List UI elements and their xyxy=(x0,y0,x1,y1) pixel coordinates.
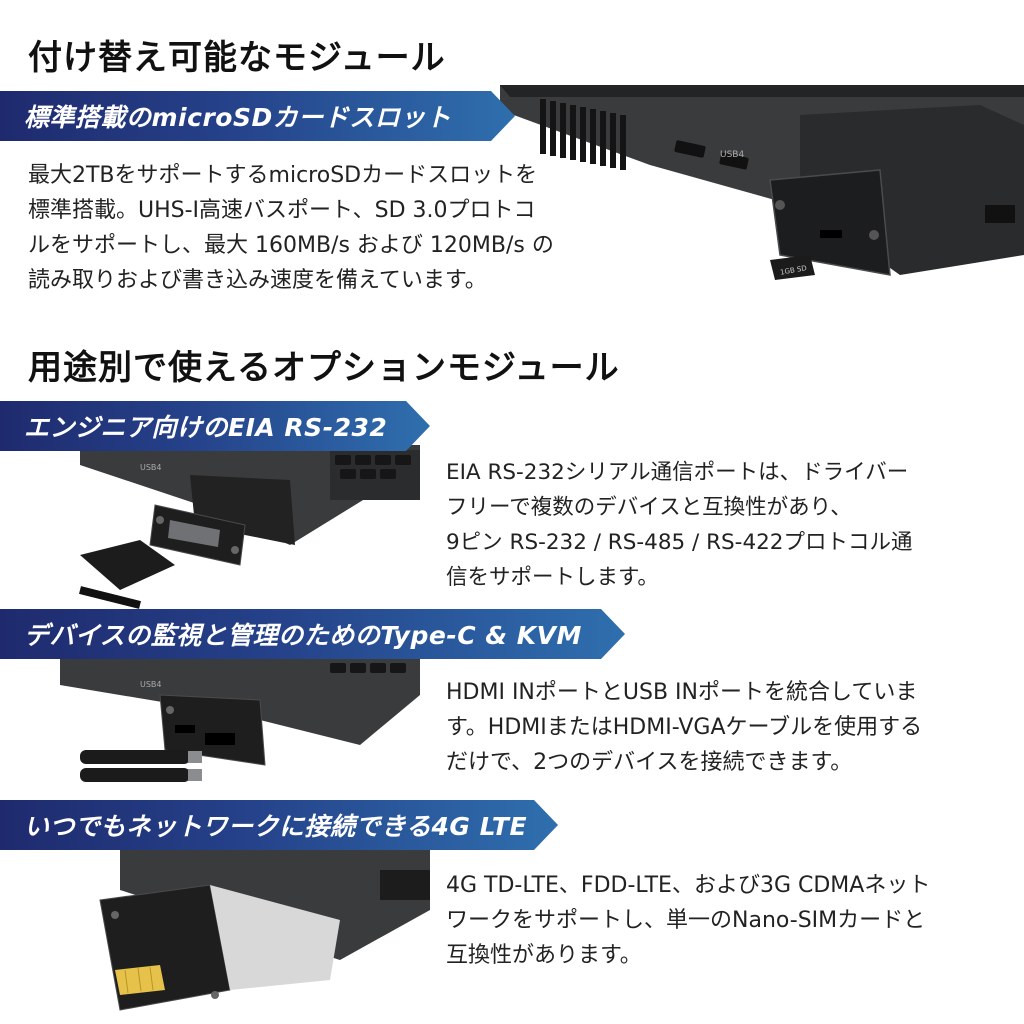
rs232-description: EIA RS-232シリアル通信ポートは、ドライバー フリーで複数のデバイスと互… xyxy=(446,455,912,595)
microsd-line: 標準搭載。UHS-I高速バスポート、SD 3.0プロトコ xyxy=(28,198,536,223)
microsd-description: 最大2TBをサポートするmicroSDカードスロットを 標準搭載。UHS-I高速… xyxy=(28,158,554,298)
kvm-description: HDMI INポートとUSB INポートを統合していま す。HDMIまたはHDM… xyxy=(446,675,922,780)
lte-line: ワークをサポートし、単一のNano-SIMカードと xyxy=(446,908,926,933)
lte-line: 互換性があります。 xyxy=(446,943,642,968)
banner-rs232: エンジニア向けのEIA RS-232 xyxy=(0,401,430,451)
rs232-line: 信をサポートします。 xyxy=(446,565,659,590)
kvm-line: す。HDMIまたはHDMI-VGAケーブルを使用する xyxy=(446,715,923,740)
banner-microsd: 標準搭載のmicroSDカードスロット xyxy=(0,91,515,141)
kvm-line: だけで、2つのデバイスを接続できます。 xyxy=(446,750,853,775)
kvm-module-photo: USB4 xyxy=(60,655,420,782)
banner-lte: いつでもネットワークに接続できる4G LTE xyxy=(0,800,558,850)
lte-module-photo xyxy=(99,850,430,1011)
rs232-line: EIA RS-232シリアル通信ポートは、ドライバー xyxy=(446,460,909,485)
microsd-slot-photo: USB4 1GB SD xyxy=(500,85,1024,280)
rs232-module-photo: USB4 xyxy=(79,445,420,609)
options-heading: 用途別で使えるオプションモジュール xyxy=(28,348,620,388)
usb4-label: USB4 xyxy=(140,680,162,689)
microsd-line: 読み取りおよび書き込み速度を備えています。 xyxy=(28,268,487,293)
main-heading: 付け替え可能なモジュール xyxy=(28,38,446,78)
kvm-line: HDMI INポートとUSB INポートを統合していま xyxy=(446,680,918,705)
rs232-line: 9ピン RS-232 / RS-485 / RS-422プロトコル通 xyxy=(446,530,913,555)
usb4-label: USB4 xyxy=(720,150,744,160)
lte-description: 4G TD-LTE、FDD-LTE、および3G CDMAネット ワークをサポート… xyxy=(446,868,930,973)
microsd-line: 最大2TBをサポートするmicroSDカードスロットを xyxy=(28,163,538,188)
rs232-line: フリーで複数のデバイスと互換性があり、 xyxy=(446,495,852,520)
microsd-line: ルをサポートし、最大 160MB/s および 120MB/s の xyxy=(28,233,554,258)
usb4-label: USB4 xyxy=(140,463,162,472)
lte-line: 4G TD-LTE、FDD-LTE、および3G CDMAネット xyxy=(446,873,931,898)
banner-kvm: デバイスの監視と管理のためのType-C & KVM xyxy=(0,609,625,659)
